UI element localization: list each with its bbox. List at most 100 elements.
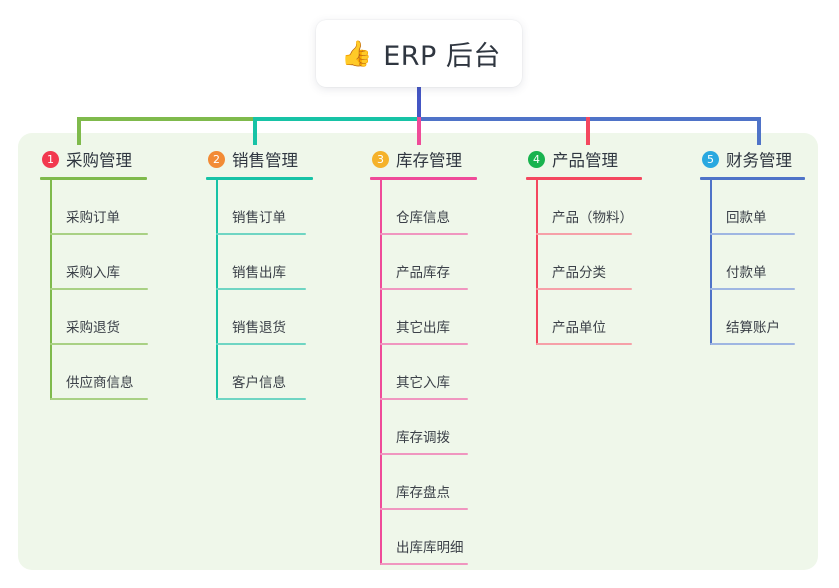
branch-spine bbox=[216, 180, 218, 400]
branch-库存管理: 3 库存管理仓库信息产品库存其它出库其它入库库存调拨库存盘点出库库明细 bbox=[370, 146, 477, 565]
leaf-underline bbox=[380, 398, 468, 400]
leaf-label: 结算账户 bbox=[726, 320, 780, 336]
branch-title: 库存管理 bbox=[396, 151, 462, 170]
root-node[interactable]: 👍 ERP 后台 bbox=[316, 20, 522, 87]
leaf-list: 回款单付款单结算账户 bbox=[700, 180, 805, 345]
leaf-underline bbox=[380, 508, 468, 510]
leaf-node[interactable]: 库存盘点 bbox=[370, 455, 477, 510]
leaf-underline bbox=[216, 398, 306, 400]
leaf-label: 客户信息 bbox=[232, 375, 286, 391]
leaf-label: 采购订单 bbox=[66, 210, 120, 226]
leaf-underline bbox=[710, 288, 795, 290]
branch-number-badge: 5 bbox=[702, 150, 719, 168]
leaf-underline bbox=[536, 233, 632, 235]
root-label: ERP 后台 bbox=[383, 41, 501, 72]
leaf-label: 产品分类 bbox=[552, 265, 606, 281]
leaf-label: 采购入库 bbox=[66, 265, 120, 281]
leaf-node[interactable]: 回款单 bbox=[700, 180, 805, 235]
leaf-node[interactable]: 采购入库 bbox=[40, 235, 148, 290]
branch-spine bbox=[536, 180, 538, 345]
branch-title: 产品管理 bbox=[552, 151, 618, 170]
branch-header[interactable]: 5 财务管理 bbox=[700, 146, 805, 172]
branch-title: 采购管理 bbox=[66, 151, 132, 170]
leaf-label: 产品库存 bbox=[396, 265, 450, 281]
leaf-underline bbox=[216, 343, 306, 345]
leaf-underline bbox=[380, 453, 468, 455]
branch-header[interactable]: 2 销售管理 bbox=[206, 146, 313, 172]
leaf-node[interactable]: 采购订单 bbox=[40, 180, 148, 235]
branches-panel bbox=[18, 133, 818, 570]
leaf-underline bbox=[536, 288, 632, 290]
leaf-node[interactable]: 销售订单 bbox=[206, 180, 313, 235]
leaf-node[interactable]: 销售出库 bbox=[206, 235, 313, 290]
leaf-list: 产品（物料） 产品分类产品单位 bbox=[526, 180, 642, 345]
leaf-label: 库存调拨 bbox=[396, 430, 450, 446]
leaf-underline bbox=[50, 398, 148, 400]
branch-number-badge: 1 bbox=[42, 150, 59, 168]
leaf-label: 供应商信息 bbox=[66, 375, 134, 391]
branch-spine bbox=[380, 180, 382, 565]
leaf-label: 销售订单 bbox=[232, 210, 286, 226]
leaf-label: 其它出库 bbox=[396, 320, 450, 336]
leaf-label: 仓库信息 bbox=[396, 210, 450, 226]
leaf-label: 产品（物料） bbox=[552, 210, 633, 226]
leaf-node[interactable]: 产品库存 bbox=[370, 235, 477, 290]
branch-number-badge: 2 bbox=[208, 150, 225, 168]
leaf-node[interactable]: 产品（物料） bbox=[526, 180, 642, 235]
leaf-node[interactable]: 销售退货 bbox=[206, 290, 313, 345]
leaf-node[interactable]: 产品单位 bbox=[526, 290, 642, 345]
branch-title: 销售管理 bbox=[232, 151, 298, 170]
leaf-node[interactable]: 仓库信息 bbox=[370, 180, 477, 235]
leaf-label: 其它入库 bbox=[396, 375, 450, 391]
branch-title: 财务管理 bbox=[726, 151, 792, 170]
leaf-underline bbox=[380, 288, 468, 290]
branch-underline bbox=[526, 177, 642, 180]
branch-header[interactable]: 3 库存管理 bbox=[370, 146, 477, 172]
branch-underline bbox=[40, 177, 147, 180]
leaf-label: 销售退货 bbox=[232, 320, 286, 336]
branch-underline bbox=[370, 177, 477, 180]
thumbs-up-icon: 👍 bbox=[341, 39, 373, 68]
leaf-label: 采购退货 bbox=[66, 320, 120, 336]
leaf-node[interactable]: 其它出库 bbox=[370, 290, 477, 345]
leaf-node[interactable]: 付款单 bbox=[700, 235, 805, 290]
branch-spine bbox=[710, 180, 712, 345]
leaf-node[interactable]: 产品分类 bbox=[526, 235, 642, 290]
leaf-node[interactable]: 供应商信息 bbox=[40, 345, 148, 400]
branch-spine bbox=[50, 180, 52, 400]
leaf-label: 销售出库 bbox=[232, 265, 286, 281]
leaf-node[interactable]: 客户信息 bbox=[206, 345, 313, 400]
leaf-underline bbox=[536, 343, 632, 345]
leaf-label: 出库库明细 bbox=[396, 540, 464, 556]
leaf-node[interactable]: 其它入库 bbox=[370, 345, 477, 400]
branch-underline bbox=[700, 177, 805, 180]
leaf-underline bbox=[50, 233, 148, 235]
leaf-underline bbox=[216, 233, 306, 235]
branch-财务管理: 5 财务管理回款单付款单结算账户 bbox=[700, 146, 805, 345]
branch-header[interactable]: 1 采购管理 bbox=[40, 146, 147, 172]
leaf-node[interactable]: 采购退货 bbox=[40, 290, 148, 345]
branch-number-badge: 3 bbox=[372, 150, 389, 168]
leaf-list: 采购订单采购入库采购退货供应商信息 bbox=[40, 180, 148, 400]
leaf-underline bbox=[710, 343, 795, 345]
leaf-underline bbox=[710, 233, 795, 235]
leaf-list: 销售订单销售出库销售退货客户信息 bbox=[206, 180, 313, 400]
leaf-node[interactable]: 出库库明细 bbox=[370, 510, 477, 565]
leaf-underline bbox=[380, 563, 468, 565]
leaf-underline bbox=[216, 288, 306, 290]
leaf-label: 回款单 bbox=[726, 210, 767, 226]
branch-underline bbox=[206, 177, 313, 180]
branch-采购管理: 1 采购管理采购订单采购入库采购退货供应商信息 bbox=[40, 146, 148, 400]
leaf-underline bbox=[50, 288, 148, 290]
leaf-underline bbox=[380, 343, 468, 345]
branch-销售管理: 2 销售管理销售订单销售出库销售退货客户信息 bbox=[206, 146, 313, 400]
leaf-label: 付款单 bbox=[726, 265, 767, 281]
leaf-underline bbox=[50, 343, 148, 345]
leaf-label: 产品单位 bbox=[552, 320, 606, 336]
leaf-node[interactable]: 库存调拨 bbox=[370, 400, 477, 455]
leaf-list: 仓库信息产品库存其它出库其它入库库存调拨库存盘点出库库明细 bbox=[370, 180, 477, 565]
leaf-node[interactable]: 结算账户 bbox=[700, 290, 805, 345]
